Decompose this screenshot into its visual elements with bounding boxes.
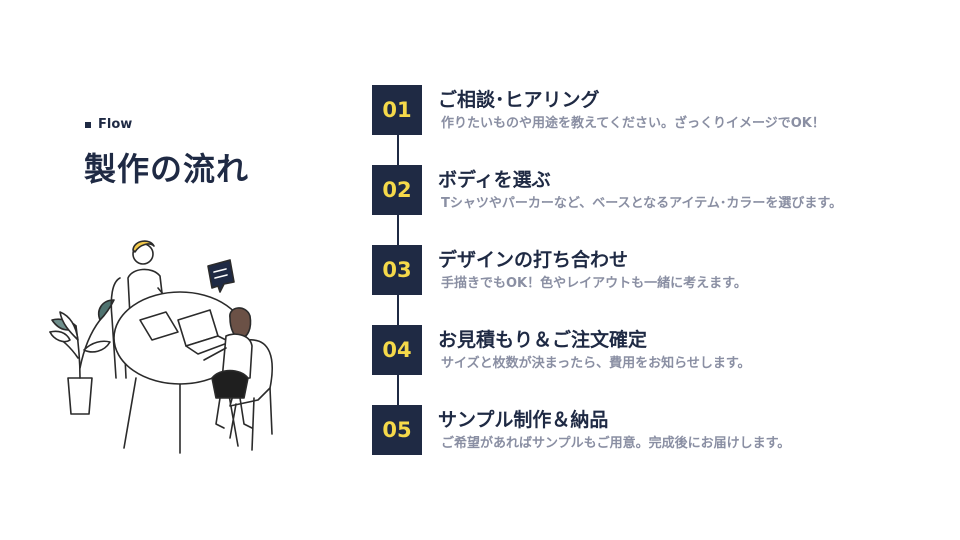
tag-square-icon [85, 121, 91, 128]
step-title: ご相談･ヒアリング [438, 89, 600, 111]
step-number: 03 [372, 245, 422, 295]
step-title: サンプル制作＆納品 [438, 409, 609, 431]
section-tag-label: Flow [98, 117, 133, 132]
step-title: ボディを選ぶ [438, 169, 551, 191]
step-description: Tシャツやパーカーなど、ベースとなるアイテム･カラーを選びます。 [441, 196, 843, 211]
step-item: 05 サンプル制作＆納品 ご希望があればサンプルもご用意。完成後にお届けします。 [372, 405, 932, 455]
section-tag: Flow [85, 117, 132, 132]
page-title: 製作の流れ [84, 150, 250, 188]
step-number: 02 [372, 165, 422, 215]
step-description: ご希望があればサンプルもご用意。完成後にお届けします。 [441, 436, 791, 451]
step-item: 01 ご相談･ヒアリング 作りたいものや用途を教えてください。ざっくりイメージで… [372, 85, 932, 135]
meeting-illustration [49, 240, 273, 454]
step-number: 01 [372, 85, 422, 135]
speech-bubble-icon [207, 259, 235, 293]
step-title: デザインの打ち合わせ [438, 249, 629, 271]
step-item: 02 ボディを選ぶ Tシャツやパーカーなど、ベースとなるアイテム･カラーを選びま… [372, 165, 932, 215]
step-item: 04 お見積もり＆ご注文確定 サイズと枚数が決まったら、費用をお知らせします。 [372, 325, 932, 375]
step-title: お見積もり＆ご注文確定 [438, 329, 648, 351]
step-number: 05 [372, 405, 422, 455]
step-description: サイズと枚数が決まったら、費用をお知らせします。 [441, 356, 751, 371]
plant-icon [49, 299, 115, 415]
step-description: 手描きでもOK！色やレイアウトも一緒に考えます。 [441, 276, 747, 291]
woman-figure [203, 307, 253, 429]
step-number: 04 [372, 325, 422, 375]
step-item: 03 デザインの打ち合わせ 手描きでもOK！色やレイアウトも一緒に考えます。 [372, 245, 932, 295]
step-description: 作りたいものや用途を教えてください。ざっくりイメージでOK！ [441, 116, 825, 131]
